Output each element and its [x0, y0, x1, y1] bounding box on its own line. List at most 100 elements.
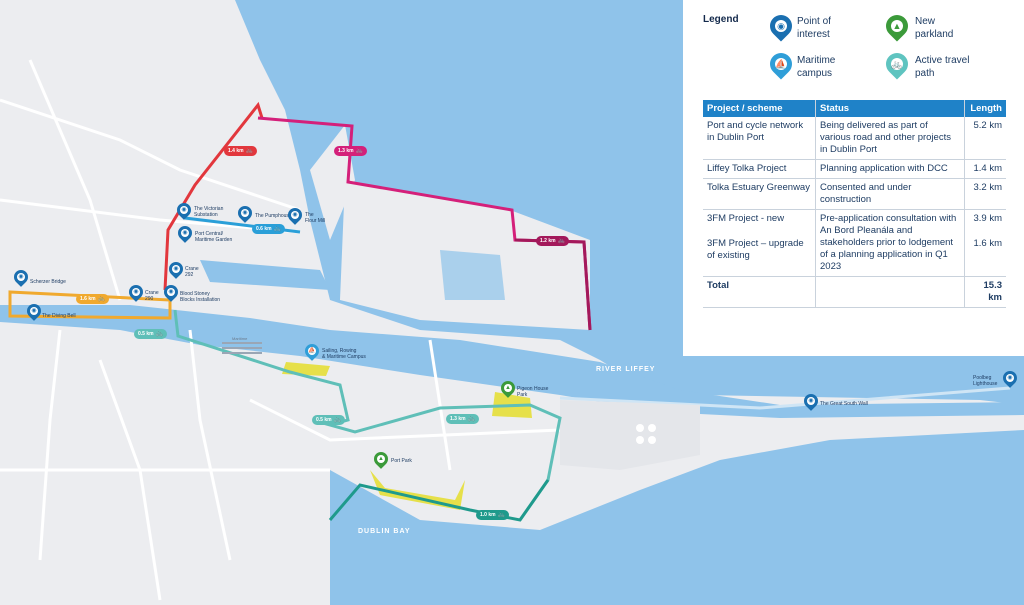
poi-label-victorian-substation: The Victorian Substation	[194, 206, 224, 218]
table-row: Tolka Estuary Greenway Consented and und…	[703, 178, 1006, 210]
camera-icon: ◉	[180, 206, 188, 214]
legend-new-parkland-label: New parkland	[915, 16, 954, 40]
poi-label-diving-bell: The Diving Bell	[42, 313, 76, 319]
cell-project: 3FM Project – upgrade of existing	[703, 234, 816, 277]
route-orange-distance: 1.6 km🚲	[76, 294, 110, 304]
tree-icon: ▲	[891, 20, 903, 32]
camera-icon: ◉	[132, 288, 140, 296]
camera-icon: ◉	[1006, 374, 1014, 382]
bicycle-icon: 🚲	[245, 148, 254, 154]
camera-icon: ◉	[17, 273, 25, 281]
street-network	[0, 59, 561, 601]
route-dark-teal	[328, 479, 550, 522]
park-label-port-park: Port Park	[391, 458, 412, 464]
route-orange	[8, 290, 172, 320]
cell-length: 5.2 km	[964, 117, 1006, 160]
campus-label-maritime: Sailing, Rowing & Maritime Campus	[322, 348, 366, 360]
poi-label-scherzer-bridge: Scherzer Bridge	[30, 279, 66, 285]
sailboat-icon: ⛵	[775, 58, 787, 70]
bicycle-icon: 🚲	[97, 296, 106, 302]
poi-label-port-central: Port Central/ Maritime Garden	[195, 231, 233, 243]
route-teal-b-distance: 0.5 km🚲	[312, 415, 346, 425]
poolbeg-peninsula	[560, 400, 700, 470]
inner-dock-water	[200, 260, 330, 290]
great-south-wall	[559, 386, 1011, 410]
poi-label-great-south-wall: The Great South Wall	[820, 401, 868, 407]
route-red	[163, 101, 264, 291]
tank-4	[648, 436, 656, 444]
poi-label-crane-292: Crane 292	[185, 266, 199, 278]
river-liffey-label: RIVER LIFFEY	[596, 366, 656, 373]
tree-icon: ▲	[504, 384, 512, 392]
route-magenta-distance: 1.3 km🚲	[334, 146, 368, 156]
camera-icon: ◉	[241, 209, 249, 217]
cell-project: 3FM Project - new	[707, 213, 785, 224]
cell-project: Tolka Estuary Greenway	[703, 178, 816, 210]
camera-icon: ◉	[775, 20, 787, 32]
route-maroon-distance: 1.2 km🚲	[536, 236, 570, 246]
tree-icon: ▲	[377, 455, 385, 463]
camera-icon: ◉	[181, 229, 189, 237]
bicycle-icon: 🚲	[273, 226, 282, 232]
south-bay-water	[330, 430, 1024, 605]
poi-label-blood-stoney: Blood Stoney Blocks Installation	[180, 291, 221, 303]
bicycle-icon: 🚲	[155, 331, 164, 337]
poi-label-poolbeg-lighthouse: Poolbeg Lighthouse	[973, 375, 998, 387]
legend-active-travel-icon: 🚲	[881, 48, 913, 80]
tank-2	[648, 424, 656, 432]
river-liffey	[0, 305, 1024, 418]
bicycle-icon: 🚲	[467, 416, 476, 422]
table-row: Port and cycle network in Dublin Port Be…	[703, 117, 1006, 160]
cell-length: 3.2 km	[964, 178, 1006, 210]
route-teal-a-distance: 0.5 km🚲	[134, 329, 168, 339]
legend-title: Legend	[703, 14, 739, 25]
poi-label-pumphouse: The Pumphouse	[255, 213, 292, 219]
table-total-row: Total 15.3 km	[703, 276, 1006, 308]
route-teal-d-distance: 1.0 km🚲	[476, 510, 510, 520]
route-teal-c-distance: 1.3 km🚲	[446, 414, 480, 424]
legend-maritime-campus-label: Maritime campus	[797, 55, 836, 79]
sailboat-icon: ⛵	[308, 347, 316, 355]
table-row: 3FM Project – upgrade of existing 1.6 km	[703, 234, 1006, 277]
cell-total-label: Total	[703, 276, 816, 308]
cell-status: Pre-application consultation with An Bor…	[815, 209, 965, 277]
port-park-area	[370, 470, 465, 510]
camera-icon: ◉	[30, 307, 38, 315]
camera-icon: ◉	[167, 288, 175, 296]
route-teal	[173, 309, 562, 521]
boat-racks	[222, 342, 262, 354]
cell-status: Consented and under construction	[815, 178, 965, 210]
table-row: 3FM Project - new Pre-application consul…	[703, 209, 1006, 277]
legend-new-parkland-icon: ▲	[881, 10, 913, 42]
legend-point-of-interest-icon: ◉	[765, 10, 797, 42]
cell-length: 1.6 km	[964, 234, 1006, 277]
tank-3	[636, 436, 644, 444]
project-table: Project / scheme Status Length Port and …	[703, 100, 1006, 308]
legend-panel: Legend ◉ Point of interest ▲ New parklan…	[683, 0, 1024, 356]
header-length: Length	[964, 100, 1006, 117]
bicycle-icon: 🚲	[557, 238, 566, 244]
cell-total-value: 15.3 km	[964, 276, 1006, 308]
boat-racks-label: Maritime	[232, 336, 248, 341]
cell-status: Being delivered as part of various road …	[815, 117, 965, 160]
cell-project: Liffey Tolka Project	[703, 159, 816, 179]
cell-length: 1.4 km	[964, 159, 1006, 179]
cell-status: Planning application with DCC	[815, 159, 965, 179]
poi-label-flour-mill: The Flour Mill	[305, 212, 326, 224]
table-header-row: Project / scheme Status Length	[703, 100, 1006, 117]
poi-label-crane-290: Crane 290	[145, 290, 159, 302]
legend-point-of-interest-label: Point of interest	[797, 16, 831, 40]
camera-icon: ◉	[807, 397, 815, 405]
route-red-distance: 1.4 km🚲	[224, 146, 258, 156]
camera-icon: ◉	[291, 211, 299, 219]
cell-project: Port and cycle network in Dublin Port	[703, 117, 816, 160]
inner-dock-water-2	[440, 250, 505, 300]
cell-total-empty	[815, 276, 965, 308]
bicycle-icon: 🚲	[891, 58, 903, 70]
header-project: Project / scheme	[703, 100, 816, 117]
park-label-pigeon-house: Pigeon House Park	[517, 386, 549, 398]
legend-maritime-campus-icon: ⛵	[765, 48, 797, 80]
route-blue-distance: 0.6 km🚲	[252, 224, 286, 234]
legend-active-travel-label: Active travel path	[915, 55, 970, 79]
bicycle-icon: 🚲	[355, 148, 364, 154]
